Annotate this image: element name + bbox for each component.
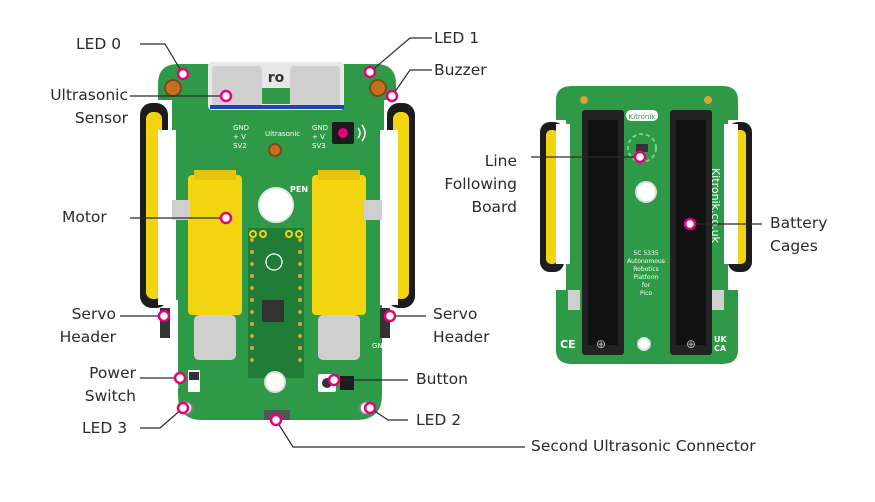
led-1 [369, 79, 387, 97]
callout-dot-line [633, 150, 647, 164]
label-led3: LED 3 [82, 419, 128, 437]
label-led1: LED 1 [434, 29, 480, 47]
servo-header-right [380, 308, 390, 338]
header-text: GND [312, 124, 328, 132]
servo-gnd-text: GND [372, 342, 388, 350]
callout-dot-led1 [363, 65, 377, 79]
kitronik-badge [626, 110, 658, 121]
callout-dot-led3 [176, 401, 190, 415]
pen-text: PEN [290, 185, 308, 194]
label-buzzer: Buzzer [434, 61, 487, 79]
label-battery-line2: Cages [770, 237, 818, 255]
callout-dot-second-ultrasonic [269, 413, 283, 427]
pen-hole [258, 187, 294, 223]
ukca-mark: CA [714, 344, 727, 353]
callout-dot-buzzer [385, 89, 399, 103]
svg-text:⊕: ⊕ [686, 337, 696, 351]
buzzer-sound-icon [357, 124, 366, 142]
switch-off-text: OFF [166, 384, 180, 392]
callout-dot-servo-right [383, 309, 397, 323]
callout-dot-led0 [176, 67, 190, 81]
label-line-line3: Board [471, 198, 517, 216]
callout-dot-servo-left [157, 309, 171, 323]
callout-dot-ultrasonic [219, 89, 233, 103]
servo-gnd-text: GND [160, 342, 176, 350]
product-text: 5C 5335 [633, 250, 658, 257]
label-button: Button [416, 370, 468, 388]
ukca-mark: UK [714, 335, 727, 344]
label-ultrasonic-line2: Sensor [74, 109, 128, 127]
label-second-ultrasonic-connector: Second Ultrasonic Connector [531, 437, 756, 455]
label-power-switch: Power Switch [40, 362, 136, 408]
raspberry-pi-logo [265, 253, 283, 271]
kitronik-url: Kitronik.co.uk [709, 168, 722, 244]
servo-header-left [160, 308, 170, 338]
product-text: Pico [640, 290, 652, 297]
label-line-line1: Line [484, 152, 517, 170]
label-ultrasonic-line1: Ultrasonic [50, 86, 128, 104]
product-text: Autonomous [627, 258, 665, 265]
product-text: for [642, 282, 651, 289]
sensor-label: ro [268, 70, 285, 86]
label-led0: LED 0 [76, 35, 122, 53]
product-text: Robotics [633, 266, 659, 273]
header-text: GND [233, 124, 249, 132]
ce-mark: CE [560, 338, 576, 351]
label-motor: Motor [62, 208, 107, 226]
left-motor [188, 175, 242, 315]
callout-dots [157, 65, 697, 427]
callout-dot-led2 [363, 401, 377, 415]
robot-top-view: ro GND + V SV2 Ultrasonic GND + V SV3 PE… [140, 62, 415, 420]
label-servo-left-line1: Servo [71, 305, 116, 323]
callout-dot-motor [219, 211, 233, 225]
label-led2: LED 2 [416, 411, 462, 429]
label-line-line2: Following [444, 175, 517, 193]
header-text: SV2 [233, 142, 247, 150]
callout-dot-button [327, 373, 341, 387]
label-servo-right-line1: Servo [433, 305, 478, 323]
label-servo-header-left: Servo Header [40, 303, 116, 349]
label-battery-line1: Battery [770, 214, 828, 232]
header-text: + V [312, 133, 325, 141]
label-power-line2: Switch [84, 387, 136, 405]
label-line-following-board: Line Following Board [420, 150, 517, 219]
label-ultrasonic-sensor: Ultrasonic Sensor [20, 84, 128, 130]
callout-dot-power [173, 371, 187, 385]
label-battery-cages: Battery Cages [770, 212, 827, 258]
header-text: SV3 [312, 142, 326, 150]
callout-dot-battery [683, 217, 697, 231]
battery-plus-icon: ⊕ [596, 337, 606, 351]
label-servo-header-right: Servo Header [433, 303, 489, 349]
robot-bottom-view: ⊕ ⊕ Kitronik 5C 5335 Autonomous Robotics… [540, 86, 752, 364]
kitronik-badge-text: Kitronik [629, 113, 657, 121]
board-ultrasonic-text: Ultrasonic [265, 130, 300, 138]
right-motor [312, 175, 366, 315]
product-text: Platform [633, 274, 658, 281]
label-servo-right-line2: Header [433, 328, 490, 346]
label-servo-left-line2: Header [59, 328, 116, 346]
label-power-line1: Power [89, 364, 136, 382]
switch-on-text: ON [168, 371, 179, 379]
led-0 [164, 79, 182, 97]
header-text: + V [233, 133, 246, 141]
